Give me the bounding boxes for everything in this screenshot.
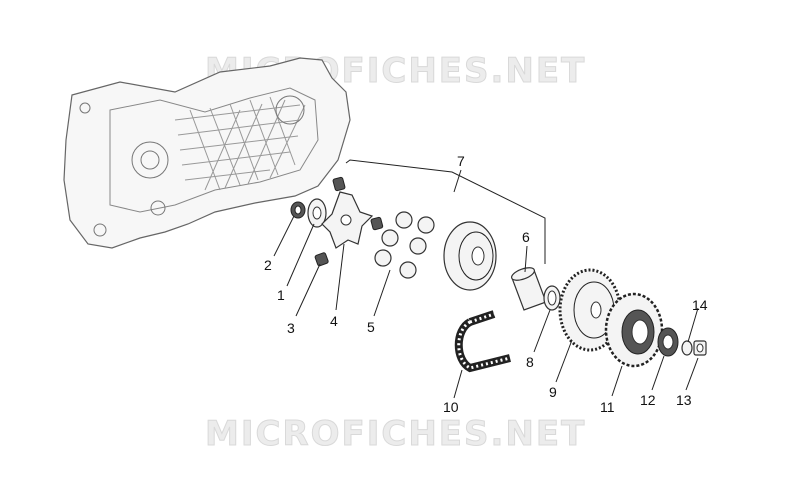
callout-1: 1 (277, 287, 285, 303)
callout-13: 13 (676, 392, 692, 408)
part-pulley-half (443, 221, 497, 291)
callout-8: 8 (526, 354, 534, 370)
part-3-sliders (314, 176, 384, 267)
watermark-bottom: MICROFICHES.NET (205, 414, 586, 454)
callout-6: 6 (522, 229, 530, 245)
part-12-disc (657, 327, 679, 357)
leader-lines (273, 169, 699, 399)
part-10-drive-belt (454, 310, 511, 373)
callout-11: 11 (600, 399, 615, 415)
group-7-bracket (345, 159, 546, 264)
part-6-bushing (510, 267, 547, 311)
part-11-ring-gear (604, 292, 664, 368)
part-2-bearing (290, 201, 306, 219)
callout-3: 3 (287, 320, 295, 336)
part-13-nut (693, 340, 707, 356)
part-8-spacer (543, 285, 561, 311)
part-14-washer (681, 340, 693, 356)
crankcase-housing (63, 57, 351, 249)
callout-7: 7 (457, 153, 465, 169)
callout-2: 2 (264, 257, 272, 273)
callout-12: 12 (640, 392, 656, 408)
callout-5: 5 (367, 319, 375, 335)
callout-4: 4 (330, 313, 338, 329)
part-5-rollers (374, 211, 435, 279)
part-4-variator-plate (321, 191, 374, 249)
callout-10: 10 (443, 399, 459, 415)
callout-9: 9 (549, 384, 557, 400)
callout-14: 14 (692, 297, 708, 313)
part-1-washer (307, 198, 327, 228)
